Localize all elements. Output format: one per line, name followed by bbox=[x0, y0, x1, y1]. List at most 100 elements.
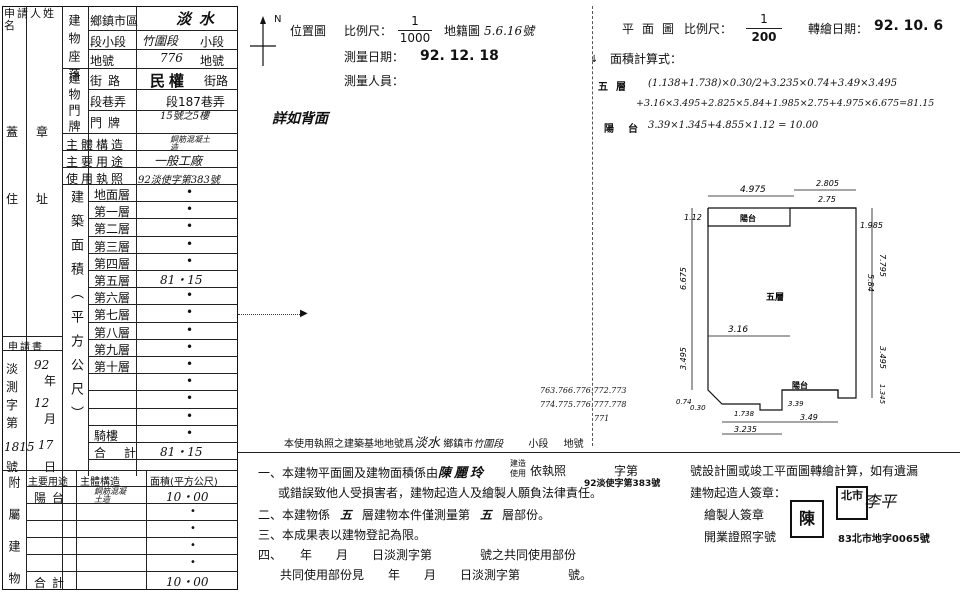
cadastral-label: 地籍圖 bbox=[444, 24, 481, 38]
floor-value: • bbox=[186, 236, 194, 251]
transfer-date-label: 轉繪日期： bbox=[808, 22, 869, 36]
north-arrow-icon bbox=[250, 16, 276, 66]
floor-name: 第十層 bbox=[94, 360, 131, 374]
note-2-tail: 層部份。 bbox=[502, 508, 551, 522]
owner-seal-label: 建物起造人簽章： bbox=[690, 486, 787, 500]
door-label: 門牌 bbox=[90, 116, 127, 130]
floor-value: • bbox=[186, 288, 194, 303]
floor-value: • bbox=[186, 425, 194, 440]
application-year: 92 bbox=[34, 358, 50, 372]
dim-left-mid: 6.675 bbox=[679, 267, 688, 290]
floor-name: 第九層 bbox=[94, 342, 131, 357]
floor-value: 81・15 bbox=[160, 445, 203, 459]
note-3: 三、本成果表以建物登記為限。 bbox=[258, 528, 427, 542]
floor-plan-scale-num: 1 bbox=[760, 12, 768, 26]
note-1-prefix: 一、本建物平面圖及建物面積係由 bbox=[258, 466, 439, 480]
calc-5f-label: 五層 bbox=[598, 82, 634, 93]
application-number-unit: 號 bbox=[6, 460, 19, 474]
attached-side-label: 附屬建物 bbox=[7, 476, 21, 604]
area-calc-label: 面積計算式： bbox=[610, 52, 683, 66]
dim-mid-width: 3.16 bbox=[728, 325, 748, 335]
drafter-label: 繪製人簽章 bbox=[704, 508, 765, 522]
floor-plan-drawing: 4.975 2.805 2.75 陽台 五層 3.16 1.12 6.675 3… bbox=[676, 179, 887, 435]
note-1: 一、本建物平面圖及建物面積係由陳麗玲 bbox=[258, 462, 486, 481]
permit-value: 92淡使字第383號 bbox=[138, 175, 220, 186]
dim-right-top: 1.985 bbox=[860, 221, 883, 230]
note-5: 共同使用部份見 年 月 日淡測字第 號。 bbox=[280, 568, 593, 582]
floor-value: • bbox=[186, 322, 194, 337]
location-scale-den: 1000 bbox=[399, 31, 431, 45]
application-day: 17 bbox=[38, 438, 54, 452]
application-year-unit: 年 bbox=[44, 374, 57, 388]
lot-label: 地號 bbox=[90, 54, 115, 68]
permit-note: 本使用執照之建築基地地號爲淡水 鄉鎮市竹圍段 小段 地號 bbox=[284, 432, 584, 451]
location-scale-num: 1 bbox=[411, 14, 419, 28]
dim-top3: 2.75 bbox=[818, 195, 836, 204]
note-2-value2: 五 bbox=[480, 508, 493, 522]
dim-bottom3: 3.49 bbox=[800, 413, 818, 422]
floor-name: 第四層 bbox=[94, 256, 131, 271]
transfer-date: 92. 10. 6 bbox=[874, 18, 944, 34]
survey-date-label: 測量日期： bbox=[344, 50, 405, 64]
section-label: 段小段 bbox=[90, 35, 127, 49]
note-2: 二、本建物係五層建物本件僅測量第五層部份。 bbox=[258, 506, 550, 523]
north-label: N bbox=[274, 14, 282, 25]
floor-name: 第七層 bbox=[94, 308, 131, 323]
building-door-label: 建物門牌 bbox=[67, 72, 81, 136]
dim-bottom2: 3.39 bbox=[788, 400, 804, 408]
license-label: 開業證照字號 bbox=[704, 530, 777, 544]
application-label: 申請書 bbox=[8, 342, 44, 353]
signature: 李平 bbox=[864, 492, 897, 511]
attached-balcony-structure: 鋼筋混凝土造 bbox=[94, 487, 126, 504]
floor-value: 81・15 bbox=[160, 273, 203, 287]
note-2-value: 五 bbox=[340, 508, 353, 522]
permit-label: 使用執照 bbox=[66, 172, 127, 186]
note-1-permit: 92淡使字第383號 bbox=[584, 479, 661, 489]
floor-plan-scale-label: 比例尺： bbox=[684, 22, 733, 36]
floor-value: • bbox=[186, 202, 194, 217]
note-2-prefix: 二、本建物係 bbox=[258, 508, 331, 522]
attached-balcony-area: 10・00 bbox=[166, 490, 209, 504]
room-balcony-bottom: 陽台 bbox=[792, 380, 808, 390]
room-5f: 五層 bbox=[766, 291, 784, 303]
cadastral-value: 5.6.16號 bbox=[484, 24, 535, 38]
address-label: 住址 bbox=[6, 192, 67, 206]
permit-note-small: 小段 bbox=[528, 439, 549, 450]
lots-line-3: 771 bbox=[594, 414, 610, 423]
city-seal-icon: 北市 bbox=[836, 486, 868, 520]
drafter-seal-icon: 陳 bbox=[790, 500, 824, 538]
plan-outline bbox=[707, 207, 857, 411]
calc-balcony-label: 陽台 bbox=[604, 124, 652, 135]
structure-value: 鋼筋混凝土造 bbox=[170, 135, 210, 152]
room-balcony-top: 陽台 bbox=[740, 213, 756, 223]
dim-left-small: 0.30 bbox=[690, 404, 706, 412]
attached-balcony: 陽台 bbox=[34, 491, 71, 505]
floor-value: • bbox=[186, 391, 194, 406]
attached-col-use: 主要用途 bbox=[28, 477, 68, 488]
dim-bottom1: 1.738 bbox=[734, 410, 755, 418]
floor-value: • bbox=[186, 219, 194, 234]
seal-label: 蓋章 bbox=[6, 125, 67, 139]
location-map-title: 位置圖 bbox=[290, 24, 327, 38]
lot-suffix: 地號 bbox=[200, 54, 225, 68]
dim-left-bottom: 0.74 bbox=[676, 398, 692, 406]
permit-note-prefix: 本使用執照之建築基地地號爲 bbox=[284, 439, 414, 450]
permit-note-sect: 竹圍段 bbox=[473, 439, 504, 450]
lots-line-2: 774.775.776.777.778 bbox=[540, 400, 627, 409]
calc-5f-line-1: (1.138+1.738)×0.30/2+3.235×0.74+3.49×3.4… bbox=[648, 78, 898, 89]
lane-value: 段187巷弄 bbox=[166, 95, 225, 109]
note-2-mid: 層建物本件僅測量第 bbox=[362, 508, 471, 522]
note-1-mid-bottom: 使用 bbox=[510, 469, 526, 478]
floor-value: • bbox=[186, 408, 194, 423]
note-1-permit-top: 字第 bbox=[614, 464, 639, 478]
dim-left-low: 3.495 bbox=[679, 347, 688, 370]
survey-date: 92. 12. 18 bbox=[420, 48, 499, 64]
floor-name: 騎樓 bbox=[94, 428, 119, 443]
application-month-unit: 月 bbox=[44, 412, 57, 426]
application-prefix: 淡測字第 bbox=[6, 362, 19, 430]
floor-name: 第二層 bbox=[94, 222, 131, 237]
street-label: 街路 bbox=[90, 74, 127, 88]
pointer-arrow bbox=[238, 314, 304, 315]
attached-col-area: 面積(平方公尺) bbox=[150, 477, 218, 488]
see-back-note: 詳如背面 bbox=[272, 111, 328, 127]
